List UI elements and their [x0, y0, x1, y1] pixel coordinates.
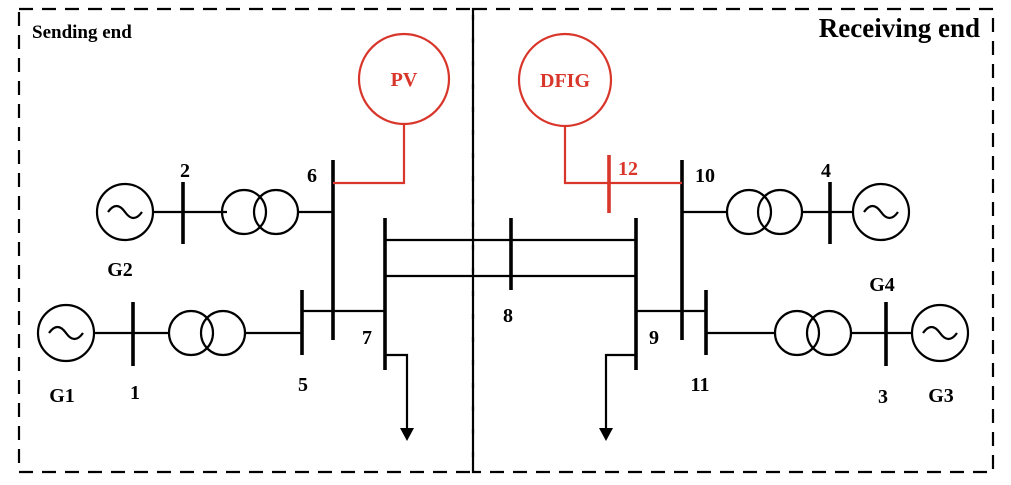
load-7 — [385, 353, 414, 441]
t4-transformer-icon-2 — [756, 188, 804, 236]
g2-sine-icon — [107, 204, 143, 220]
g4-branch — [682, 182, 911, 244]
load-9-line — [604, 353, 636, 430]
g3-label: G3 — [928, 385, 954, 407]
bus-12-label: 12 — [618, 158, 638, 180]
g4-sine-icon — [863, 204, 899, 220]
g1-label: G1 — [49, 385, 75, 407]
dfig-label: DFIG — [540, 70, 590, 92]
g3-branch — [706, 302, 970, 366]
pv-branch — [333, 32, 451, 185]
bus-3-label: 3 — [878, 386, 888, 408]
g2-label: G2 — [107, 259, 133, 281]
t2-transformer-icon — [220, 188, 268, 236]
receiving-end-label: Receiving end — [819, 13, 980, 43]
bus-2-label: 2 — [180, 160, 190, 182]
bus-5-label: 5 — [298, 374, 308, 396]
load-9 — [599, 353, 636, 441]
g1-branch — [36, 302, 302, 366]
bus-11-label: 11 — [691, 374, 710, 396]
pv-label: PV — [391, 69, 418, 91]
g1-sine-icon — [48, 325, 84, 341]
g4-label: G4 — [869, 274, 895, 296]
t3-transformer-icon — [773, 309, 821, 357]
t2-transformer-icon-2 — [252, 188, 300, 236]
load-7-line — [385, 353, 409, 430]
bus-8-label: 8 — [503, 305, 513, 327]
dfig-branch — [517, 32, 682, 213]
bus-4-label: 4 — [821, 160, 831, 182]
pv-feeder-line — [333, 124, 406, 185]
bus-6-label: 6 — [307, 165, 317, 187]
bus-9-label: 9 — [649, 327, 659, 349]
g3-sine-icon — [922, 325, 958, 341]
bus-7-label: 7 — [362, 327, 372, 349]
bus-10-label: 10 — [695, 165, 715, 187]
dfig-feeder-line — [563, 126, 682, 185]
t1-transformer-icon-2 — [199, 309, 247, 357]
load-7-arrow-icon — [400, 428, 414, 441]
t3-transformer-icon-2 — [805, 309, 853, 357]
g2-branch — [95, 182, 333, 244]
t4-transformer-icon — [725, 188, 773, 236]
load-9-arrow-icon — [599, 428, 613, 441]
sending-end-label: Sending end — [32, 22, 132, 43]
bus-1-label: 1 — [130, 382, 140, 404]
t1-transformer-icon — [167, 309, 215, 357]
